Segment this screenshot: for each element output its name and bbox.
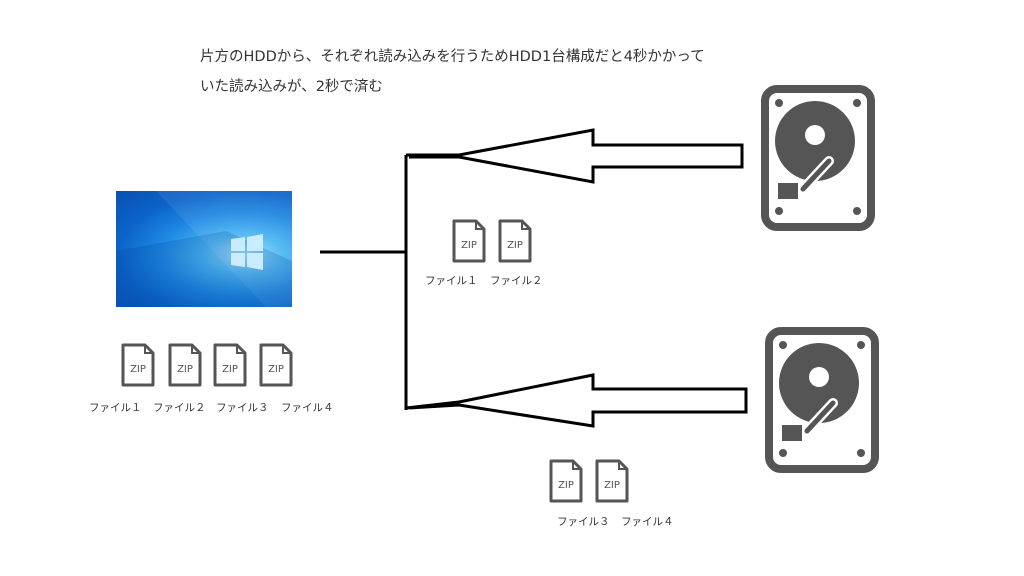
upper-arrow: [406, 128, 744, 184]
pc-file-label: ファイル４: [281, 402, 334, 414]
windows-logo-icon: [116, 191, 292, 307]
pc-desktop-image: [116, 191, 292, 307]
zip-file-icon: ZIP: [121, 343, 155, 387]
zip-file-icon: ZIP: [498, 219, 532, 263]
zip-label: ZIP: [461, 240, 477, 251]
pc-file-label: ファイル２: [153, 402, 206, 414]
zip-label: ZIP: [268, 364, 284, 375]
hdd1-file-label: ファイル２: [490, 275, 543, 287]
pc-file-label: ファイル１: [89, 402, 142, 414]
zip-file-icon: ZIP: [213, 343, 247, 387]
zip-file-icon: ZIP: [595, 459, 629, 503]
hdd-1-icon: [761, 85, 875, 231]
hdd-2-icon: [765, 327, 879, 473]
zip-file-icon: ZIP: [168, 343, 202, 387]
hdd2-file-label: ファイル３: [557, 516, 610, 528]
hdd2-file-label: ファイル４: [621, 516, 674, 528]
caption-line-1: 片方のHDDから、それぞれ読み込みを行うためHDD1台構成だと4秒かかって: [200, 49, 705, 65]
zip-label: ZIP: [222, 364, 238, 375]
zip-label: ZIP: [558, 480, 574, 491]
lower-arrow: [405, 373, 748, 428]
caption-line-2: いた読み込みが、2秒で済む: [200, 79, 383, 95]
zip-label: ZIP: [604, 480, 620, 491]
zip-label: ZIP: [507, 240, 523, 251]
zip-file-icon: ZIP: [549, 459, 583, 503]
zip-label: ZIP: [130, 364, 146, 375]
zip-file-icon: ZIP: [259, 343, 293, 387]
hdd1-file-label: ファイル１: [425, 275, 478, 287]
caption: 片方のHDDから、それぞれ読み込みを行うためHDD1台構成だと4秒かかって いた…: [200, 42, 800, 102]
zip-label: ZIP: [177, 364, 193, 375]
zip-file-icon: ZIP: [452, 219, 486, 263]
pc-file-label: ファイル３: [216, 402, 269, 414]
